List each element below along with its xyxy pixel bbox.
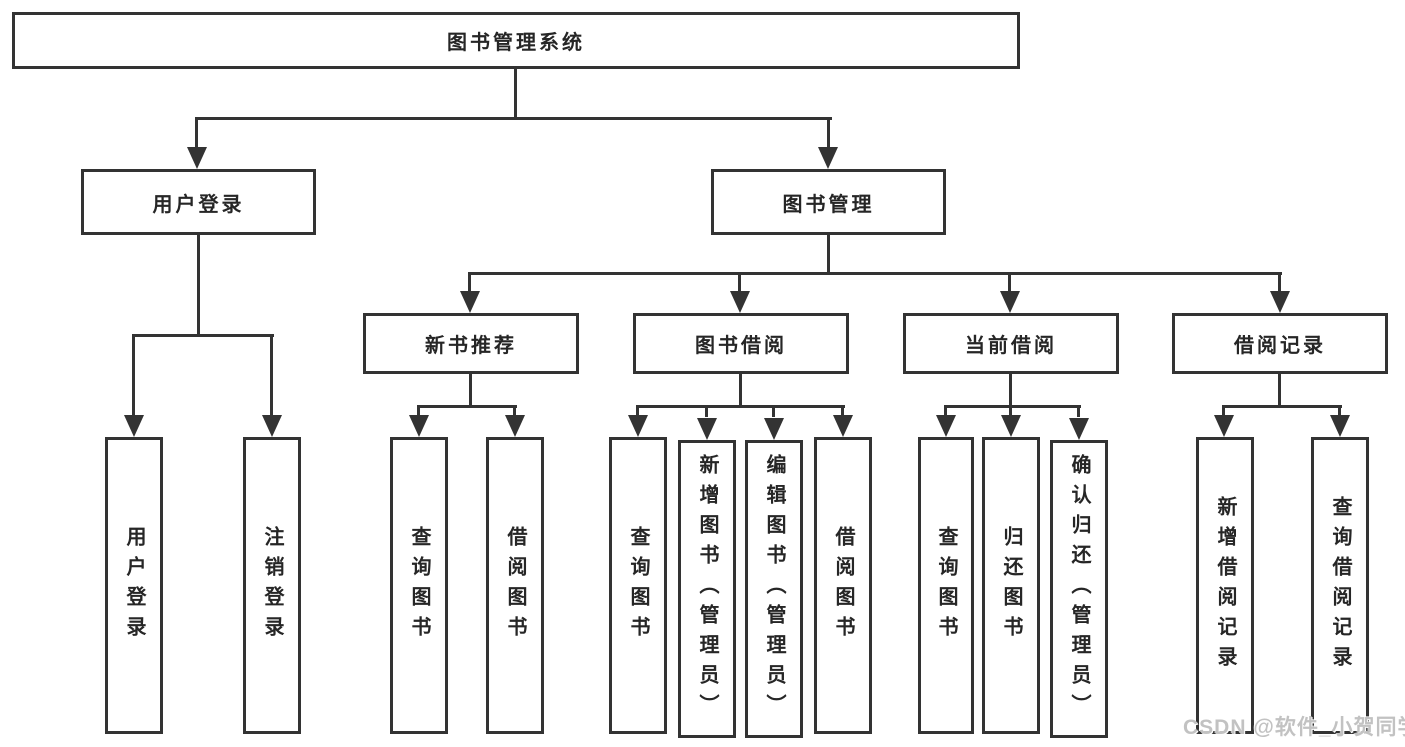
leaf-label: 编辑图书（管理员） (763, 454, 785, 724)
connector-vline (1222, 405, 1225, 417)
arrow-down-icon (1001, 415, 1021, 437)
connector-vline (1278, 372, 1281, 407)
arrow-down-icon (936, 415, 956, 437)
connector-vline (1009, 372, 1012, 407)
arrow-down-icon (1214, 415, 1234, 437)
connector-vline (1338, 405, 1341, 417)
connector-vline (1077, 405, 1080, 417)
connector-vline (1009, 405, 1012, 417)
node-label: 新书推荐 (425, 335, 517, 357)
leaf-borrow-books-borrowing: 借阅图书 (814, 437, 872, 734)
node-label: 当前借阅 (965, 335, 1057, 357)
leaf-query-books-borrowing: 查询图书 (609, 437, 667, 734)
node-label: 图书管理系统 (447, 32, 585, 54)
connector-vline (132, 334, 135, 417)
connector-vline (827, 117, 830, 151)
node-user-login: 用户登录 (81, 169, 316, 235)
node-library-system: 图书管理系统 (12, 12, 1020, 69)
node-book-borrowing: 图书借阅 (633, 313, 849, 374)
arrow-down-icon (818, 147, 838, 169)
connector-vline (195, 117, 198, 151)
arrow-down-icon (628, 415, 648, 437)
connector-hline (196, 117, 832, 120)
leaf-confirm-return-admin: 确认归还（管理员） (1050, 440, 1108, 738)
arrow-down-icon (697, 418, 717, 440)
connector-hline (133, 334, 274, 337)
leaf-user-login: 用户登录 (105, 437, 163, 734)
connector-vline (944, 405, 947, 417)
node-book-management: 图书管理 (711, 169, 946, 235)
leaf-label: 新增图书（管理员） (696, 454, 718, 724)
arrow-down-icon (1270, 291, 1290, 313)
leaf-label: 新增借阅记录 (1214, 495, 1236, 676)
arrow-down-icon (1330, 415, 1350, 437)
leaf-add-books-admin: 新增图书（管理员） (678, 440, 736, 738)
connector-hline (1223, 405, 1342, 408)
connector-vline (841, 405, 844, 417)
connector-vline (417, 405, 420, 417)
leaf-return-books: 归还图书 (982, 437, 1040, 734)
leaf-query-books-recommend: 查询图书 (390, 437, 448, 734)
node-label: 用户登录 (152, 193, 245, 216)
leaf-query-books-current: 查询图书 (918, 437, 974, 734)
connector-vline (738, 272, 741, 293)
leaf-query-borrow-record: 查询借阅记录 (1311, 437, 1369, 734)
arrow-down-icon (124, 415, 144, 437)
arrow-down-icon (460, 291, 480, 313)
leaf-label: 查询图书 (935, 525, 957, 646)
connector-hline (418, 405, 517, 408)
connector-vline (270, 334, 273, 417)
node-label: 图书管理 (782, 193, 875, 216)
connector-vline (739, 372, 742, 407)
connector-vline (827, 233, 830, 274)
arrow-down-icon (505, 415, 525, 437)
connector-vline (705, 405, 708, 417)
connector-vline (513, 405, 516, 417)
leaf-label: 归还图书 (1000, 525, 1022, 646)
node-label: 借阅记录 (1234, 335, 1326, 357)
leaf-label: 注销登录 (261, 525, 283, 646)
node-current-borrowing: 当前借阅 (903, 313, 1119, 374)
csdn-watermark: CSDN @软件_小贺同学 (1183, 716, 1405, 739)
leaf-label: 借阅图书 (832, 525, 854, 646)
arrow-down-icon (1069, 418, 1089, 440)
arrow-down-icon (409, 415, 429, 437)
connector-vline (1278, 272, 1281, 293)
arrow-down-icon (764, 418, 784, 440)
connector-vline (468, 272, 471, 293)
leaf-logout: 注销登录 (243, 437, 301, 734)
connector-vline (1008, 272, 1011, 293)
leaf-label: 查询图书 (408, 525, 430, 646)
connector-vline (636, 405, 639, 417)
arrow-down-icon (262, 415, 282, 437)
connector-hline (637, 405, 845, 408)
node-borrowing-records: 借阅记录 (1172, 313, 1388, 374)
connector-vline (514, 67, 517, 119)
connector-hline (945, 405, 1081, 408)
arrow-down-icon (187, 147, 207, 169)
leaf-label: 查询借阅记录 (1329, 495, 1351, 676)
arrow-down-icon (730, 291, 750, 313)
leaf-label: 确认归还（管理员） (1068, 454, 1090, 724)
arrow-down-icon (1000, 291, 1020, 313)
node-label: 图书借阅 (695, 335, 787, 357)
leaf-label: 查询图书 (627, 525, 649, 646)
leaf-label: 借阅图书 (504, 525, 526, 646)
leaf-borrow-books-recommend: 借阅图书 (486, 437, 544, 734)
connector-vline (772, 405, 775, 417)
leaf-add-borrow-record: 新增借阅记录 (1196, 437, 1254, 734)
arrow-down-icon (833, 415, 853, 437)
connector-hline (469, 272, 1282, 275)
connector-vline (197, 233, 200, 336)
leaf-edit-books-admin: 编辑图书（管理员） (745, 440, 803, 738)
connector-vline (469, 372, 472, 407)
node-new-book-recommendation: 新书推荐 (363, 313, 579, 374)
leaf-label: 用户登录 (123, 525, 145, 646)
